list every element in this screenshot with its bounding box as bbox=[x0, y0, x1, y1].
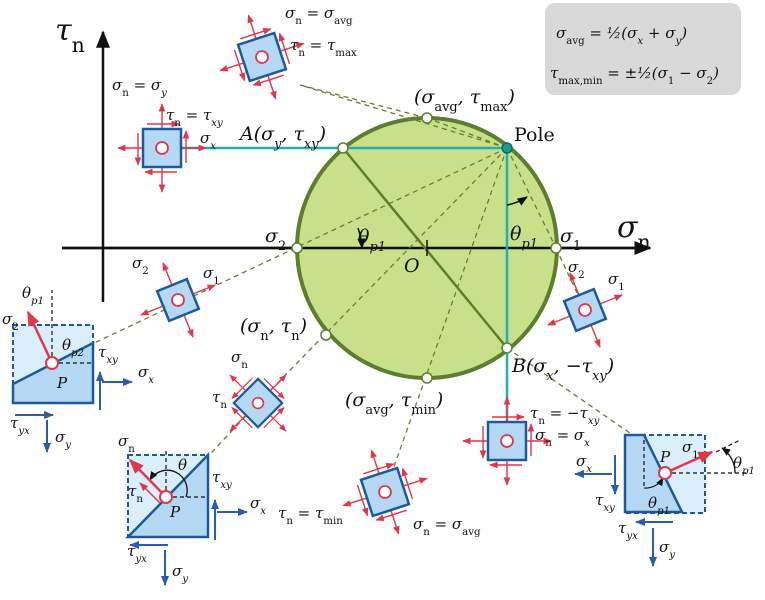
tau-maxmin-formula: τmax,min = ±½(σ1 − σ2) bbox=[550, 64, 719, 87]
label-theta-left: θp1 bbox=[358, 226, 386, 255]
wedge-right: σx τxy τyx σy σ1 P θp1 θp1 bbox=[574, 433, 755, 567]
label-theta-right: θp1 bbox=[510, 223, 538, 252]
point-tau-min bbox=[421, 372, 433, 384]
label-sigma1: σ1 bbox=[560, 225, 581, 254]
math-label: τn = τxy bbox=[166, 106, 223, 129]
math-label: σn bbox=[118, 432, 135, 455]
math-label: σn = σavg bbox=[413, 515, 481, 538]
math-label: τyx bbox=[127, 542, 147, 565]
math-label: P bbox=[659, 448, 671, 466]
math-label: θ bbox=[178, 456, 187, 474]
sigma-avg-formula: σavg = ½(σx + σy) bbox=[556, 24, 687, 47]
math-label: σy bbox=[55, 428, 71, 451]
math-label: θp1 bbox=[648, 494, 670, 517]
formula-box: σavg = ½(σx + σy) τmax,min = ±½(σ1 − σ2) bbox=[545, 3, 741, 95]
point-general bbox=[320, 329, 332, 341]
math-label: σy bbox=[172, 562, 188, 585]
label-general-point: (σn, τn) bbox=[240, 315, 307, 344]
point-A bbox=[337, 142, 349, 154]
label-pole: Pole bbox=[514, 124, 555, 146]
point-tau-max bbox=[421, 112, 433, 124]
label-B: B(σx, −τxy) bbox=[511, 355, 614, 384]
math-label: σx bbox=[250, 494, 266, 517]
label-tau-max: (σavg, τmax) bbox=[414, 86, 515, 115]
circle-points bbox=[291, 112, 562, 384]
diameter-AB bbox=[342, 147, 508, 349]
math-label: τxy bbox=[595, 491, 615, 514]
math-label: σn = σx bbox=[535, 426, 590, 449]
math-label: σn = σavg bbox=[285, 4, 353, 27]
element-tau-max: σn = σavg τn = τmax bbox=[207, 2, 357, 113]
math-label: τyx bbox=[618, 519, 638, 542]
point-B bbox=[501, 342, 513, 354]
label-A: A(σy, τxy) bbox=[238, 123, 326, 152]
math-label: τxy bbox=[212, 468, 232, 491]
element-general: σn τn bbox=[202, 347, 314, 459]
math-label: τn = τmin bbox=[278, 504, 343, 527]
math-label: σ1 bbox=[682, 438, 699, 461]
point-sigma1 bbox=[550, 242, 562, 254]
math-label: P bbox=[56, 374, 68, 392]
math-label: P bbox=[169, 503, 181, 521]
label-origin: O bbox=[404, 255, 420, 277]
math-label: θp2 bbox=[62, 336, 84, 359]
math-label: σn bbox=[231, 348, 248, 371]
label-tau-min: (σavg, τmin) bbox=[345, 389, 443, 418]
math-label: τyx bbox=[10, 414, 30, 437]
math-label: σ1 bbox=[203, 264, 220, 287]
math-label: τxy bbox=[98, 343, 118, 366]
element-A: σn = σy τn = τxy σx bbox=[112, 76, 223, 192]
wedge-left: θp1 σ2 θp2 τxy σx P τyx σy bbox=[2, 284, 154, 453]
math-label: τn bbox=[128, 482, 143, 505]
math-label: θp1 bbox=[22, 284, 44, 307]
math-label: σ2 bbox=[568, 258, 585, 281]
wedge-middle: σn θ τxy σx τn P τyx σy bbox=[118, 432, 266, 586]
point-sigma2 bbox=[291, 242, 303, 254]
label-sigma2: σ2 bbox=[265, 225, 286, 254]
element-tau-min: τn = τmin σn = σavg bbox=[278, 437, 481, 548]
math-label: σx bbox=[576, 452, 592, 475]
math-label: τn bbox=[212, 388, 227, 411]
element-B: τn = −τxy σn = σx bbox=[463, 397, 600, 485]
math-label: σy bbox=[659, 538, 675, 561]
math-label: σ2 bbox=[132, 254, 149, 277]
math-label: σn = σy bbox=[112, 76, 167, 99]
math-label: σ1 bbox=[608, 270, 625, 293]
math-label: σ2 bbox=[2, 310, 19, 333]
pole-rays bbox=[89, 84, 641, 498]
theta-arc-right bbox=[506, 196, 528, 206]
math-label: τn = −τxy bbox=[530, 404, 600, 427]
math-label: σx bbox=[200, 129, 216, 152]
element-sigma2: σ2 σ1 bbox=[126, 248, 230, 352]
math-label: τn = τmax bbox=[290, 36, 357, 59]
point-pole bbox=[501, 142, 513, 154]
theta-arc-left bbox=[357, 227, 366, 250]
element-sigma1: σ2 σ1 bbox=[533, 258, 637, 362]
math-label: σx bbox=[138, 363, 154, 386]
tau-n-axis-label: τn bbox=[55, 13, 85, 57]
math-label: θp1 bbox=[733, 454, 755, 477]
